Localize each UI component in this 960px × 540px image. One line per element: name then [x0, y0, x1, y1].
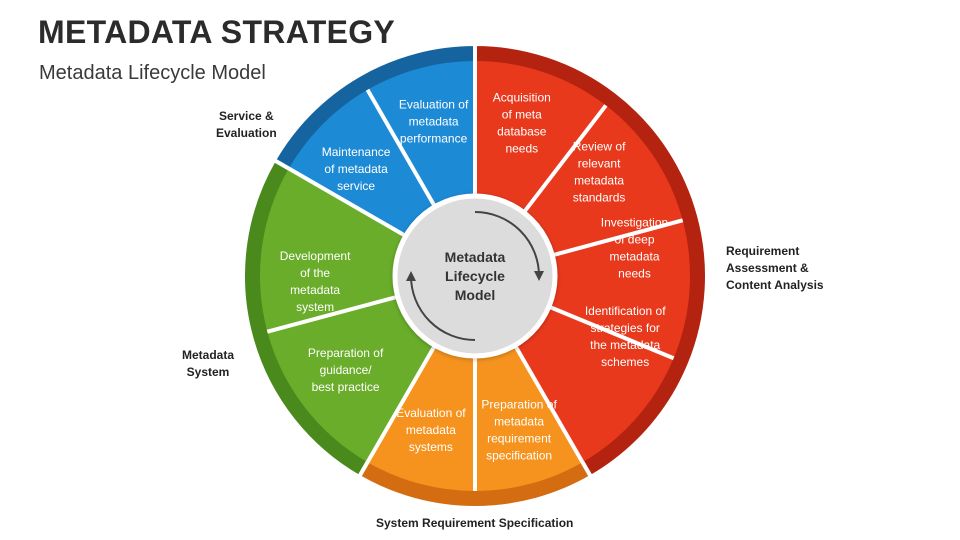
step-segment-red-2 [523, 105, 683, 256]
step-segment-red-3 [548, 220, 690, 359]
step-labels: Acquisition of meta database needs Review of… [280, 91, 668, 463]
phase-label-line: System Requirement Specification [376, 516, 574, 530]
step-label-line: needs [505, 142, 538, 156]
segment-divider [522, 104, 608, 214]
center-label-line-3: Model [455, 287, 495, 303]
step-label-line: metadata [290, 283, 340, 297]
segment-divider [365, 344, 437, 464]
center-hub: Metadata Lifecycle Model [392, 193, 558, 359]
phase-label-line: Evaluation [216, 126, 277, 140]
step-label-line: database [497, 125, 547, 139]
step-label-line: Identification of [585, 304, 666, 318]
phase-label-requirement-assessment: Requirement Assessment & Content Analysi… [726, 243, 824, 294]
step-label-line: metadata [574, 173, 624, 187]
step-label-line: the metadata [590, 338, 660, 352]
phase-label-line: Metadata [182, 348, 235, 362]
step-label-line: system [296, 300, 334, 314]
step-segment-orange-2 [367, 345, 475, 491]
step-label-line: Maintenance [322, 145, 391, 159]
step-label-line: Preparation of [308, 346, 384, 360]
step-label-line: guidance/ [320, 363, 373, 377]
step-label-line: metadata [494, 414, 544, 428]
center-label-line-1: Metadata [445, 249, 506, 265]
step-label-line: requirement [487, 431, 552, 445]
step-label-line: needs [618, 266, 651, 280]
step-segment-red-4 [515, 306, 674, 463]
step-label-line: systems [409, 440, 453, 454]
step-label-line: standards [573, 190, 626, 204]
step-label-line: best practice [312, 380, 380, 394]
step-label-line: metadata [609, 249, 659, 263]
page-title: METADATA STRATEGY [38, 14, 396, 50]
step-label-line: performance [400, 132, 468, 146]
step-label-line: Preparation of [481, 397, 557, 411]
center-circle [392, 193, 558, 359]
phase-label-service-evaluation: Service & Evaluation [216, 108, 277, 142]
step-label-line: Evaluation of [399, 98, 469, 112]
segment-divider [551, 218, 684, 258]
step-segments [259, 61, 690, 491]
phase-label-system-requirement: System Requirement Specification [376, 515, 573, 532]
step-label-line: of the [300, 266, 330, 280]
step-segment-green-2 [259, 168, 406, 332]
step-label-line: Acquisition [493, 91, 551, 105]
cycle-arrow-lower [406, 271, 476, 341]
segment-divider [287, 166, 407, 238]
phase-label-line: System [186, 365, 230, 379]
step-segment-orange-1 [475, 345, 583, 491]
segment-separators [266, 61, 684, 491]
step-label-line: schemes [601, 355, 649, 369]
page-subtitle: Metadata Lifecycle Model [39, 62, 266, 84]
step-label-line: strategies for [591, 321, 660, 335]
segment-divider [365, 88, 437, 208]
step-label-line: Evaluation of [396, 406, 466, 420]
step-label-line: of metadata [324, 162, 388, 176]
step-segment-blue-1 [288, 89, 435, 236]
step-label-line: relevant [578, 156, 621, 170]
step-segment-green-1 [267, 296, 435, 463]
segment-divider [548, 304, 675, 361]
phase-label-metadata-system: Metadata System [182, 347, 234, 381]
step-label-line: of meta [502, 108, 542, 122]
cycle-arrow-upper [474, 211, 544, 281]
step-label-line: Development [280, 249, 351, 263]
segment-divider [266, 294, 399, 334]
step-segment-red-1 [475, 61, 606, 213]
step-label-line: metadata [406, 423, 456, 437]
step-label-line: metadata [409, 115, 459, 129]
step-label-line: of deep [614, 232, 654, 246]
phase-label-line: Service & [218, 109, 274, 123]
center-label-line-2: Lifecycle [445, 268, 505, 284]
step-label-line: Review of [573, 139, 626, 153]
phase-label-line: Content Analysis [726, 278, 824, 292]
step-label-line: Investigation [601, 215, 668, 229]
step-segment-blue-2 [367, 61, 475, 207]
step-label-line: specification [486, 448, 552, 462]
segment-divider [513, 344, 585, 464]
phase-label-line: Requirement [726, 244, 800, 258]
phase-label-line: Assessment & [726, 261, 809, 275]
step-label-line: service [337, 179, 375, 193]
